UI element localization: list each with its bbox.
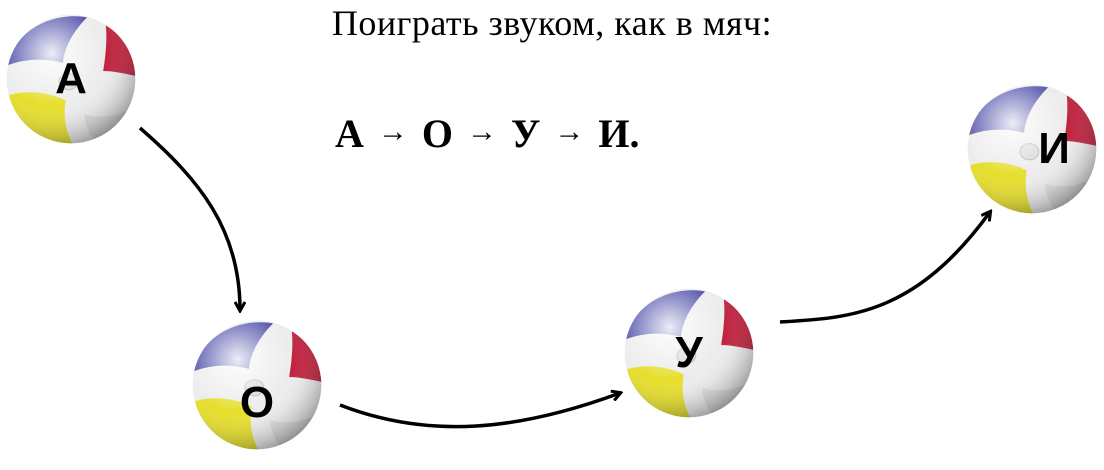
ball-letter: И: [1038, 124, 1070, 173]
ball-letter: А: [55, 54, 87, 103]
sequence-arrow-2: →: [467, 114, 498, 148]
ball-letter: О: [239, 378, 275, 427]
ball-u: У: [622, 286, 756, 420]
sound-sequence: А → О → У → И.: [335, 110, 640, 157]
ball-i: И: [965, 82, 1099, 216]
arrow-u-to-i: [779, 212, 990, 324]
ball-letter: У: [675, 328, 703, 377]
flow-arrows: [138, 126, 1104, 429]
arrow-o-to-u: [339, 393, 620, 429]
ball-o: О: [190, 318, 324, 452]
sequence-arrow-3: →: [554, 114, 585, 148]
instruction-title: Поиграть звуком, как в мяч:: [331, 3, 773, 43]
sequence-item-2: О: [421, 111, 454, 156]
arrow-a-to-o: [138, 126, 240, 310]
sequence-item-3: У: [511, 111, 541, 156]
sequence-arrow-1: →: [377, 114, 408, 148]
ball-a: А: [4, 12, 138, 146]
sequence-item-4: И.: [598, 111, 640, 156]
sequence-item-1: А: [335, 111, 364, 156]
